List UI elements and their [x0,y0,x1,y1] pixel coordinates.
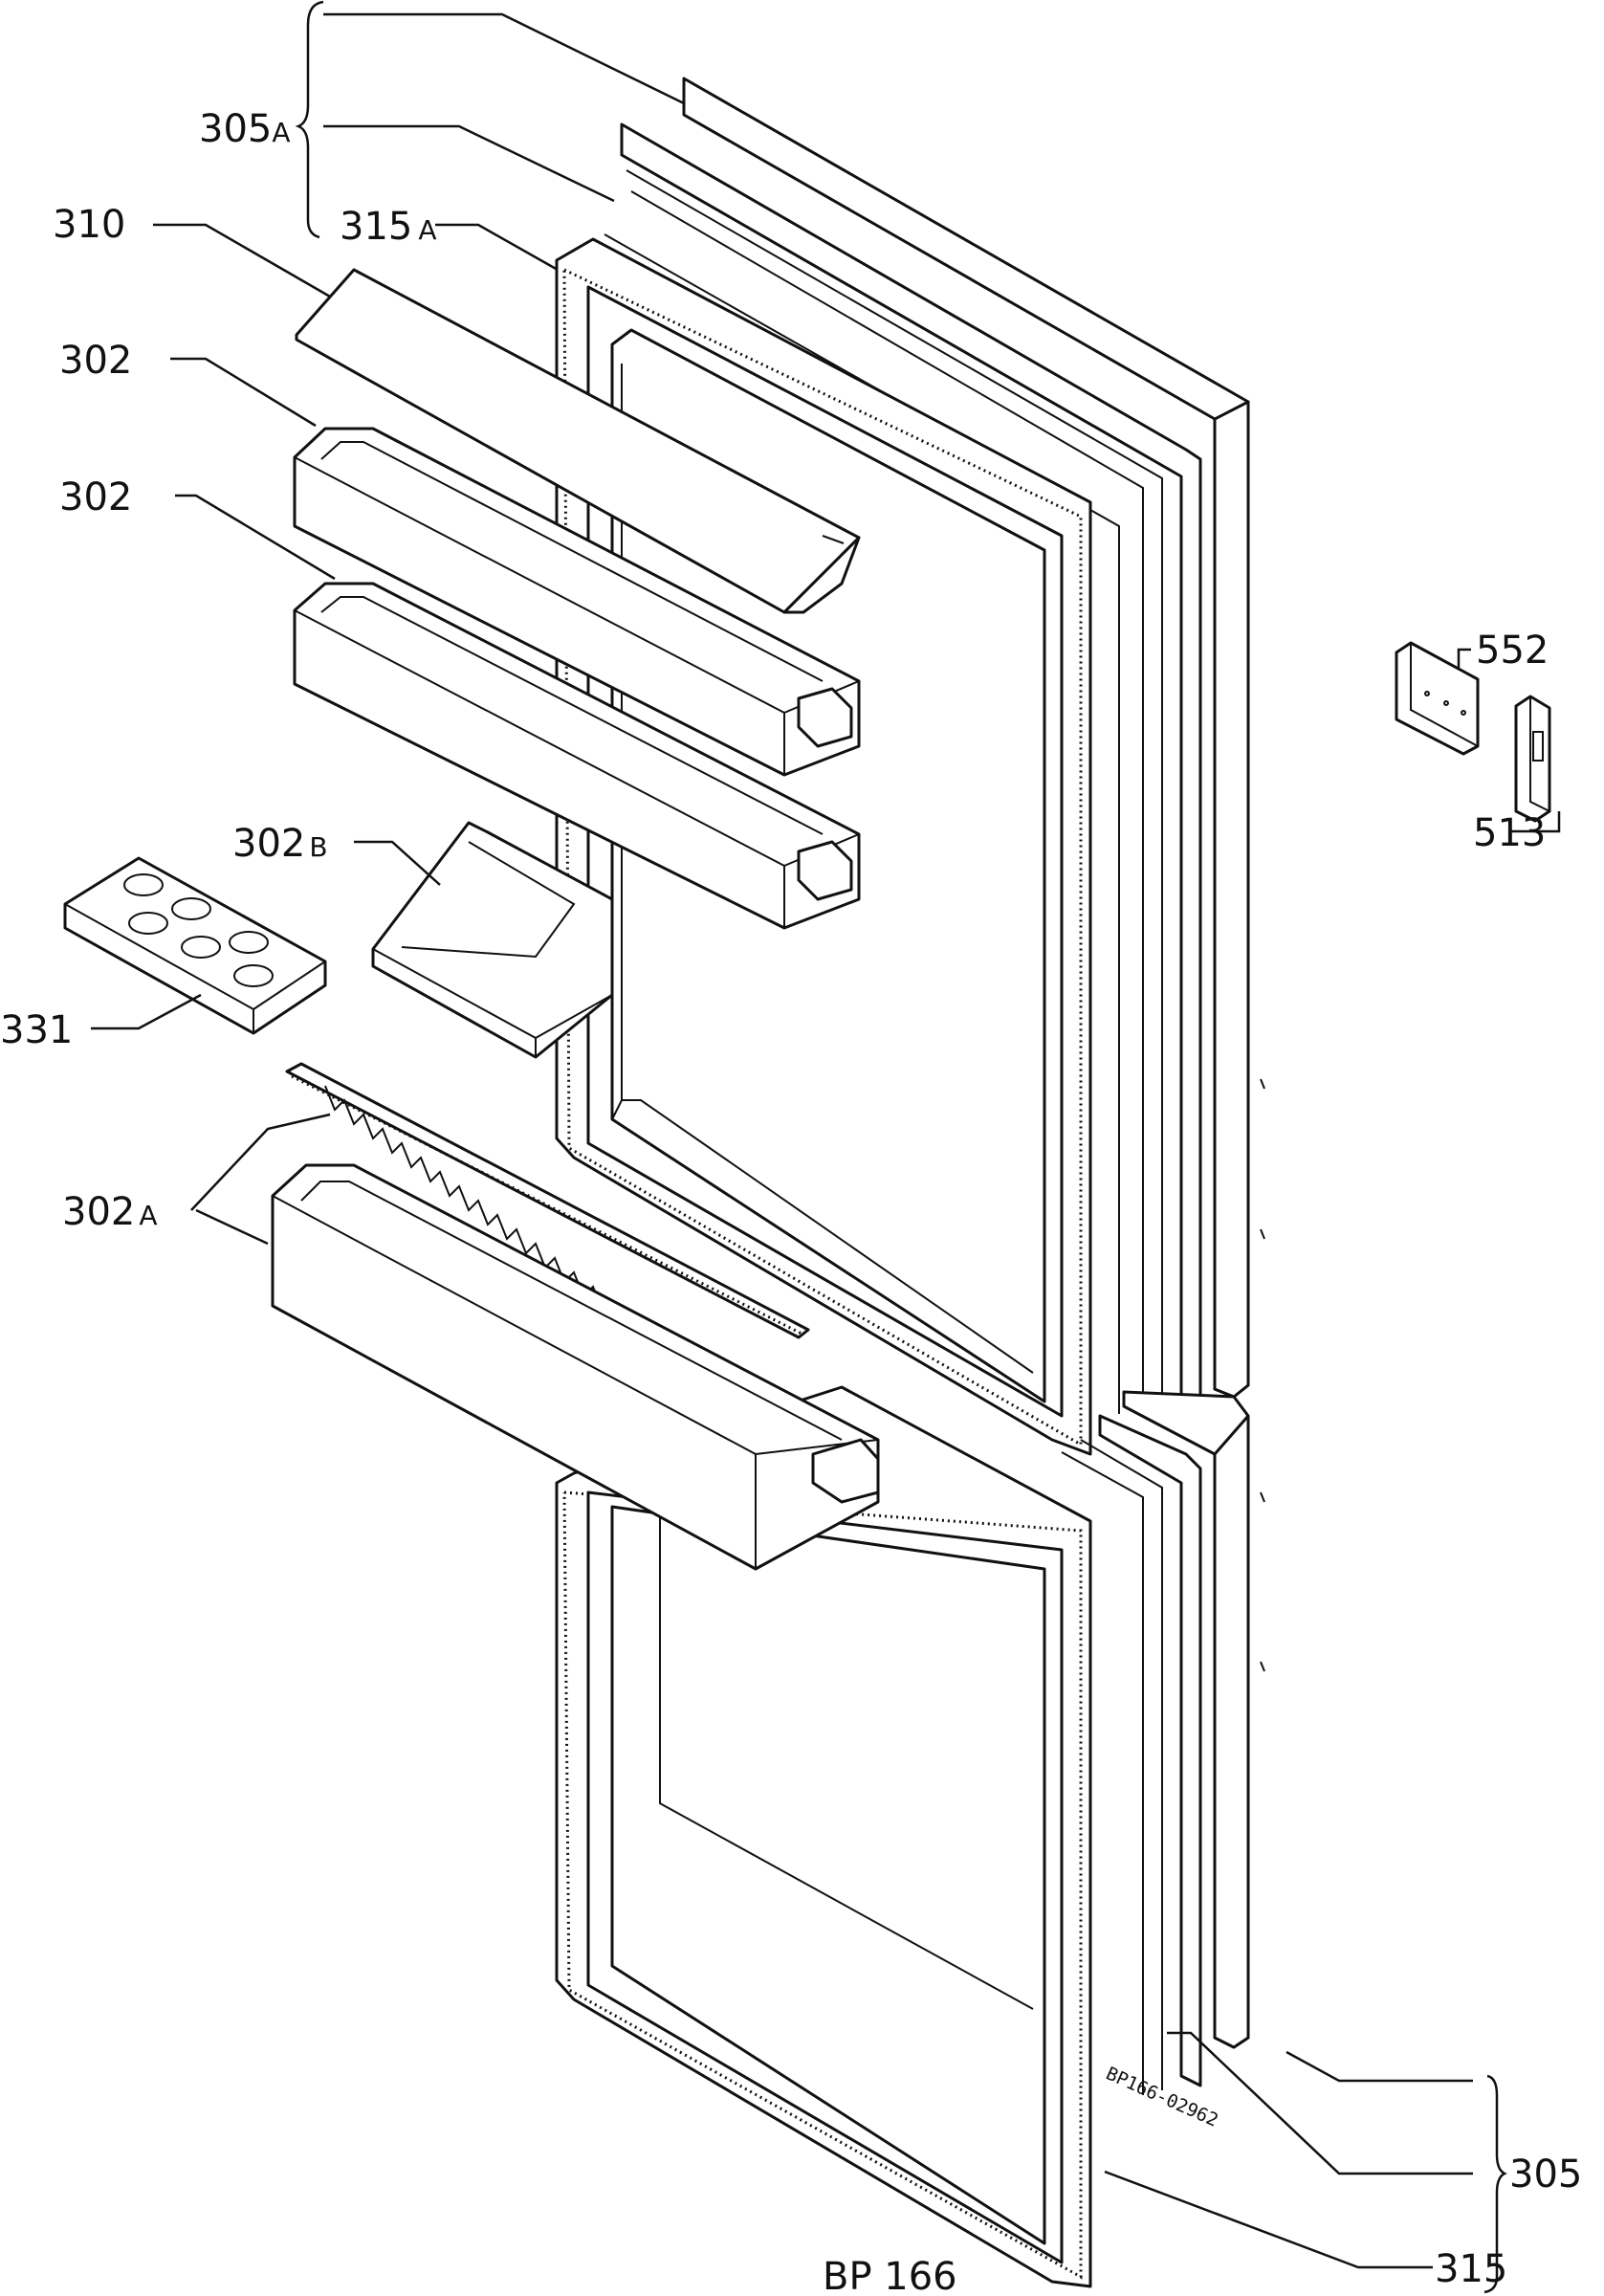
bracket-305 [1483,2074,1507,2294]
label-315: 315 [1435,2247,1507,2291]
label-305: 305 [1509,2152,1582,2197]
label-513: 513 [1473,811,1546,855]
diagram-caption: BP 166 [823,2255,957,2296]
door-rack-302A [271,1163,880,1571]
lower-door-gasket [555,1385,1092,2288]
label-552: 552 [1476,629,1549,673]
label-302-mid: 302 [59,475,132,519]
label-302-top: 302 [59,339,132,383]
label-305A: 305A [199,107,291,151]
shelf-flap-310 [295,268,861,614]
upper-door-panel [682,77,1250,1399]
door-rack-302-mid [293,582,861,930]
bracket-305A [295,0,324,239]
small-bin-302B [371,821,614,1059]
label-310: 310 [53,203,125,247]
hinge-plate-552 [1395,641,1480,756]
lower-door-panel [1061,1390,1250,2095]
bottle-comb-strip [285,1062,810,1339]
leader-lines [91,12,1561,2269]
door-rack-302-top [293,427,861,777]
hinge-marks [1260,1078,1265,1672]
hinge-bracket-513 [1514,695,1551,823]
label-331: 331 [0,1008,73,1052]
egg-tray-331 [63,856,327,1035]
